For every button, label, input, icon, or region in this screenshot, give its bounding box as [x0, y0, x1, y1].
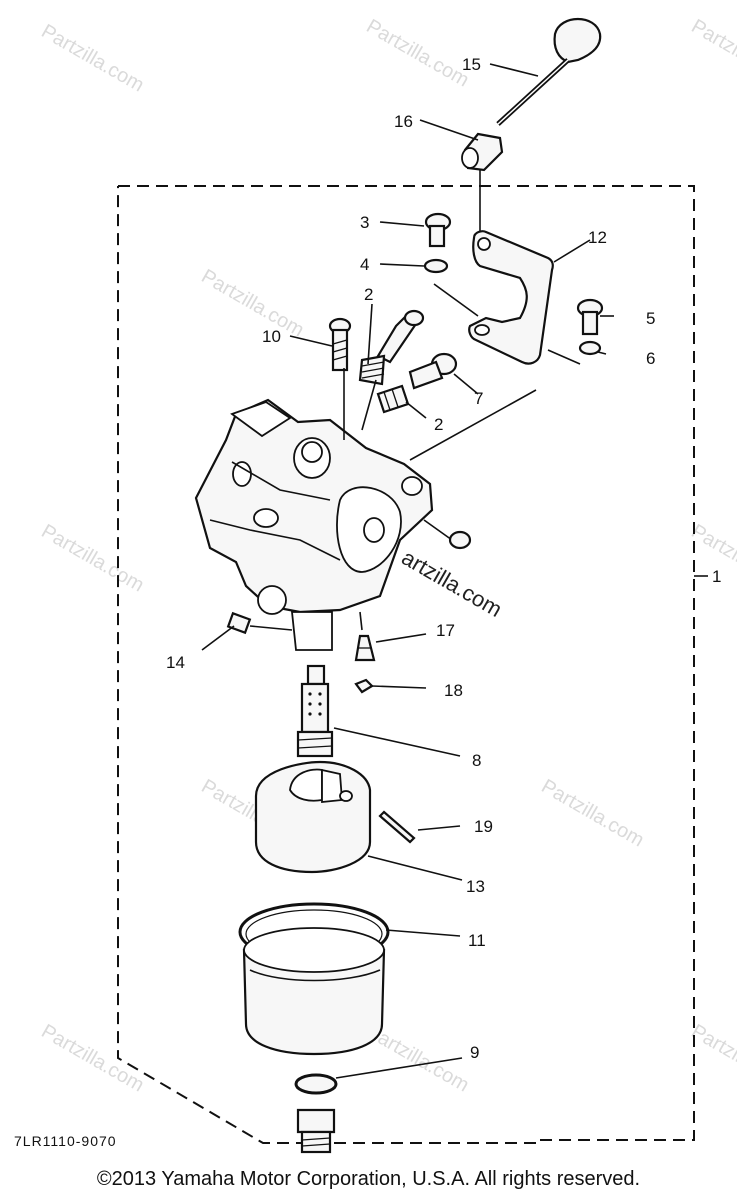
part-5-screw: [576, 298, 604, 336]
callout-10: 10: [262, 327, 281, 346]
part-13-float: [254, 760, 372, 874]
part-2-spring-upper: [358, 309, 425, 386]
part-9-washer: [294, 1073, 338, 1095]
drain-screw: [296, 1108, 336, 1154]
part-12-choke-plate: [468, 230, 554, 365]
callout-15: 15: [462, 55, 481, 74]
callout-13: 13: [466, 877, 485, 896]
part-18-clip: [354, 678, 374, 694]
callout-5: 5: [646, 309, 655, 328]
watermark: Partzilla.com: [38, 520, 148, 596]
callout-18: 18: [444, 681, 463, 700]
callout-12: 12: [588, 228, 607, 247]
part-16-grommet: [461, 132, 504, 172]
drawing-code: 7LR1110-9070: [14, 1133, 117, 1149]
part-6-washer: [578, 340, 602, 356]
callout-2-upper: 2: [364, 285, 373, 304]
center-watermark: artzilla.com: [398, 545, 507, 622]
callout-2-lower: 2: [434, 415, 443, 434]
copyright-notice: ©2013 Yamaha Motor Corporation, U.S.A. A…: [96, 1168, 641, 1190]
part-7-screw: [408, 352, 458, 390]
callout-3: 3: [360, 213, 369, 232]
watermark: Partzilla.com: [688, 15, 737, 91]
watermark: Partzilla.com: [198, 265, 308, 341]
callout-17: 17: [436, 621, 455, 640]
float-bowl: [242, 927, 386, 1056]
watermark: Partzilla.com: [38, 20, 148, 96]
part-17-needle-valve: [354, 634, 376, 662]
part-15-choke-knob: [496, 18, 602, 126]
watermark: Partzilla.com: [538, 775, 648, 851]
part-8-main-nozzle: [296, 664, 334, 758]
watermark: Partzilla.com: [363, 15, 473, 91]
leader-lines: [201, 63, 708, 1079]
callout-labels: 1 2 2 3 4 5 6 7 8 9 10 11 12 13 14 15 16…: [166, 55, 721, 1062]
part-2-spring-lower: [376, 384, 410, 414]
callout-16: 16: [394, 112, 413, 131]
part-4-washer: [423, 258, 449, 274]
callout-6: 6: [646, 349, 655, 368]
callout-8: 8: [472, 751, 481, 770]
carburetor-body: [194, 398, 434, 651]
part-14-set-screw: [226, 611, 252, 635]
part-10-screw: [328, 317, 352, 372]
callout-7: 7: [474, 389, 483, 408]
callout-1: 1: [712, 567, 721, 586]
callout-19: 19: [474, 817, 493, 836]
part-19-pin: [378, 810, 416, 844]
callout-14: 14: [166, 653, 185, 672]
callout-9: 9: [470, 1043, 479, 1062]
watermark: Partzilla.com: [38, 1020, 148, 1096]
callout-4: 4: [360, 255, 369, 274]
callout-11: 11: [468, 931, 486, 950]
part-3-screw: [424, 212, 452, 248]
